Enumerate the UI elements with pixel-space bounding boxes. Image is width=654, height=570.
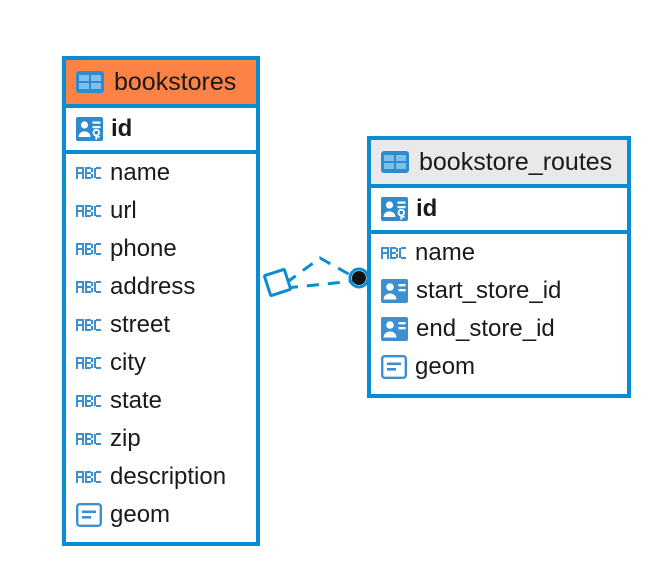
- entity-bookstores[interactable]: bookstores id: [62, 56, 260, 546]
- foreign-key-icon: [381, 317, 408, 341]
- abc-text-icon: [76, 393, 102, 409]
- relationship-diamond-marker: [263, 268, 292, 297]
- field-label: name: [415, 239, 476, 266]
- relationship-line-lower: [285, 279, 355, 290]
- abc-text-icon: [76, 279, 102, 295]
- entity-header-bookstores[interactable]: bookstores: [66, 60, 256, 108]
- field-row[interactable]: geom: [66, 496, 256, 534]
- table-icon: [76, 70, 104, 94]
- abc-text-icon: [76, 203, 102, 219]
- primary-key-icon: [381, 197, 408, 221]
- field-label: geom: [415, 353, 476, 380]
- abc-text-icon: [76, 165, 102, 181]
- field-label: phone: [110, 235, 177, 262]
- field-row[interactable]: url: [66, 192, 256, 230]
- field-row[interactable]: street: [66, 306, 256, 344]
- abc-text-icon: [381, 245, 407, 261]
- field-label: zip: [110, 425, 141, 452]
- entity-title: bookstores: [114, 67, 237, 96]
- entity-bookstore-routes[interactable]: bookstore_routes id: [367, 136, 631, 398]
- field-row[interactable]: phone: [66, 230, 256, 268]
- field-label: name: [110, 159, 171, 186]
- field-label: city: [110, 349, 146, 376]
- abc-text-icon: [76, 241, 102, 257]
- field-row[interactable]: name: [66, 154, 256, 192]
- field-label: start_store_id: [416, 277, 562, 304]
- relationship-circle-marker: [348, 267, 370, 289]
- field-label: street: [110, 311, 171, 338]
- field-row[interactable]: state: [66, 382, 256, 420]
- entity-title: bookstore_routes: [419, 147, 613, 176]
- table-icon: [381, 150, 409, 174]
- field-label: id: [111, 115, 133, 142]
- primary-key-icon: [76, 117, 103, 141]
- relationship-line-upper: [285, 256, 355, 285]
- field-label: end_store_id: [416, 315, 555, 342]
- field-row[interactable]: start_store_id: [371, 272, 627, 310]
- field-row[interactable]: id: [66, 108, 256, 154]
- field-row[interactable]: end_store_id: [371, 310, 627, 348]
- field-row[interactable]: id: [371, 188, 627, 234]
- field-label: address: [110, 273, 196, 300]
- field-row[interactable]: geom: [371, 348, 627, 386]
- field-row[interactable]: name: [371, 234, 627, 272]
- foreign-key-icon: [381, 279, 408, 303]
- entity-header-bookstore-routes[interactable]: bookstore_routes: [371, 140, 627, 188]
- field-label: description: [110, 463, 227, 490]
- abc-text-icon: [76, 431, 102, 447]
- abc-text-icon: [76, 355, 102, 371]
- field-label: state: [110, 387, 163, 414]
- geometry-icon: [76, 503, 102, 527]
- field-label: url: [110, 197, 137, 224]
- field-row[interactable]: city: [66, 344, 256, 382]
- field-row[interactable]: description: [66, 458, 256, 496]
- abc-text-icon: [76, 317, 102, 333]
- geometry-icon: [381, 355, 407, 379]
- abc-text-icon: [76, 469, 102, 485]
- field-label: id: [416, 195, 438, 222]
- field-row[interactable]: address: [66, 268, 256, 306]
- field-row[interactable]: zip: [66, 420, 256, 458]
- field-label: geom: [110, 501, 171, 528]
